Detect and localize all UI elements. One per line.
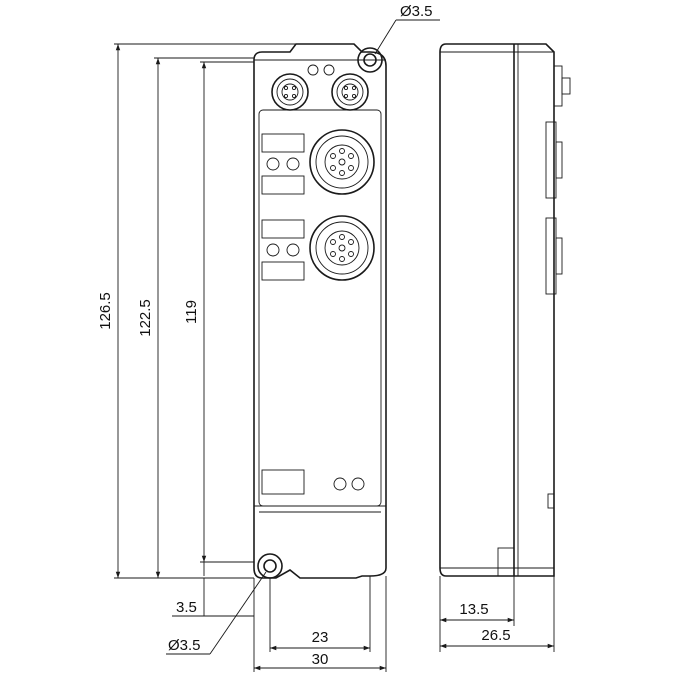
side-bottom-latch: [547, 493, 555, 509]
front-body-outline: [253, 43, 387, 579]
led-2b: [286, 243, 300, 257]
side-connector-2-nut: [555, 237, 563, 275]
m12-connector-1: [309, 129, 375, 195]
led-1a: [266, 157, 280, 171]
side-connector-1-nut: [555, 141, 563, 179]
front-view: [253, 43, 387, 579]
label-window-bottom: [261, 469, 305, 495]
dim-top-hole-diameter: Ø3.5: [400, 3, 433, 20]
dim-body-height: 119: [183, 300, 200, 324]
led-top-1: [307, 64, 319, 76]
m8-connector-right: [331, 73, 369, 111]
led-1b: [286, 157, 300, 171]
top-hole-leader: [374, 19, 397, 55]
dim-side-total: 26.5: [481, 627, 510, 644]
m8-connector-left: [271, 73, 309, 111]
label-window-2b: [261, 261, 305, 281]
led-bottom-1: [333, 477, 347, 491]
front-inner-panel: [258, 109, 382, 507]
top-mounting-hole: [363, 53, 377, 67]
bottom-mounting-hole: [263, 559, 277, 573]
dim-hole-offset: 3.5: [176, 599, 197, 616]
m12-connector-2: [309, 215, 375, 281]
label-window-1b: [261, 175, 305, 195]
dim-side-inner: 13.5: [459, 601, 488, 618]
led-bottom-2: [351, 477, 365, 491]
dim-total-height: 126.5: [97, 292, 114, 330]
top-mounting-hole-outer: [357, 47, 383, 73]
side-top-connector: [553, 65, 563, 107]
led-2a: [266, 243, 280, 257]
label-window-2a: [261, 219, 305, 239]
side-body-outline: [439, 43, 555, 577]
side-top-connector-tip: [561, 77, 571, 95]
side-view: [439, 43, 571, 577]
dim-inner-width: 23: [312, 629, 329, 646]
bottom-hole-leader: [209, 571, 267, 655]
led-top-2: [323, 64, 335, 76]
label-window-1a: [261, 133, 305, 153]
dim-bottom-hole-diameter: Ø3.5: [168, 637, 201, 654]
dim-hole-height: 122.5: [137, 299, 154, 337]
dimensions: 126.5 122.5 119 3.5 Ø3.5 Ø3.5 23 30: [97, 3, 555, 672]
bottom-mounting-hole-outer: [257, 553, 283, 579]
side-bottom-foot: [497, 547, 515, 577]
dim-total-width: 30: [312, 651, 329, 668]
